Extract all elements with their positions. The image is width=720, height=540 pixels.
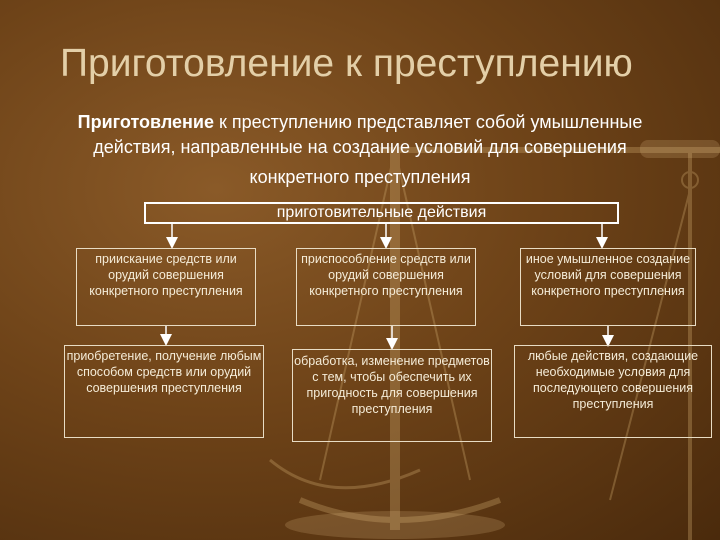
node-any-actions: любые действия, создающие необходимые ус… <box>514 345 712 438</box>
node-adapting-means: приспособление средств или орудий соверш… <box>296 248 476 326</box>
definition-term: Приготовление <box>77 112 215 132</box>
definition-line-2: действия, направленные на создание услов… <box>93 137 627 157</box>
page-title: Приготовление к преступлению <box>60 42 633 85</box>
preparatory-actions-box: приготовительные действия <box>144 202 619 224</box>
definition-text: Приготовление к преступлению представляе… <box>30 110 690 160</box>
node-processing-objects: обработка, изменение предметов с тем, чт… <box>292 349 492 442</box>
node-other-conditions: иное умышленное создание условий для сов… <box>520 248 696 326</box>
definition-line-3: конкретного преступления <box>249 167 471 187</box>
definition-line-1: к преступлению представляет собой умышле… <box>214 112 643 132</box>
node-acquiring-means: приискание средств или орудий совершения… <box>76 248 256 326</box>
node-obtaining-means: приобретение, получение любым способом с… <box>64 345 264 438</box>
